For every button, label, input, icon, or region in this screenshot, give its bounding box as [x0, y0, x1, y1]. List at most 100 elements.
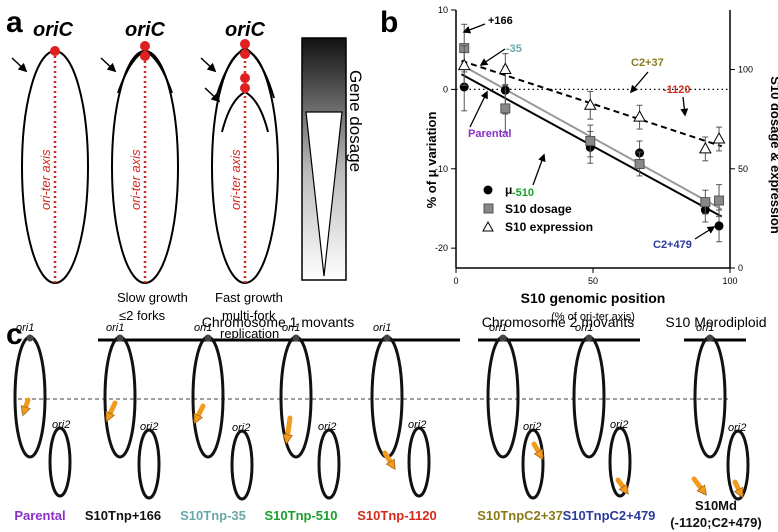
arrow: [462, 23, 486, 34]
ori2-label: ori2: [610, 419, 628, 431]
chromosome-1: [572, 335, 606, 459]
strain-cells: ori1 ori2 ori1 ori2 ori1 ori2 ori1 ori2 ori1 ori2…: [13, 322, 750, 501]
ori2-label: ori2: [232, 422, 250, 434]
panel-b: b % of μ variation S10 dosage & expressi…: [380, 5, 778, 323]
x-tick-label: 100: [722, 276, 737, 286]
chromosome-1: [191, 335, 225, 459]
legend-label-expression: S10 expression: [505, 220, 593, 234]
fork-arrow: [100, 57, 117, 73]
chromosome-2: [407, 426, 431, 498]
annotation-m1120: -1120: [663, 84, 691, 96]
y2-tick-label: 50: [738, 164, 748, 174]
gene-position-arrowhead: [193, 412, 204, 425]
ori1-label: ori1: [194, 322, 212, 334]
oric-label: oriC: [33, 19, 74, 41]
fork-arrow: [200, 57, 217, 73]
ori1-dot: [116, 334, 124, 342]
ori1-label: ori1: [489, 322, 507, 334]
origin-dot: [50, 46, 60, 56]
origin-dot: [240, 39, 250, 49]
chromosome-1: [486, 335, 520, 459]
y-tick-label: -20: [435, 243, 448, 253]
gene-position-arrowhead: [105, 410, 116, 423]
legend-marker-dosage: [483, 203, 494, 214]
x-axis-sublabel: (% of ori-ter axis): [551, 311, 635, 323]
y-tick-label: 10: [438, 5, 448, 15]
panel-b-label: b: [380, 6, 398, 39]
data-point-dosage: [500, 103, 511, 114]
strain-label: S10Tnp-510: [265, 508, 338, 523]
ori1-dot: [204, 334, 212, 342]
chromosome-1: [103, 335, 137, 459]
chromosome-1: [13, 335, 47, 459]
chart-legend: μ S10 dosage S10 expression: [482, 183, 593, 234]
ori2-label: ori2: [52, 419, 70, 431]
chromosome-2: [137, 428, 161, 500]
annotation-p166: +166: [488, 15, 513, 27]
y-tick-label: 0: [443, 84, 448, 94]
ori2-label: ori2: [140, 421, 158, 433]
chromosome-2: [521, 428, 545, 500]
cell-slow-2: oriC ori-ter axis Slow growth ≤2 forks: [100, 19, 188, 323]
y2-axis-label: S10 dosage & expression: [768, 76, 778, 234]
group-label: Chromosome 1 movants: [202, 314, 355, 330]
data-point-expression: [498, 62, 512, 75]
caption-line: replication: [220, 326, 279, 341]
strain-label: S10TnpC2+37: [477, 508, 563, 523]
oric-label: oriC: [125, 19, 166, 41]
origin-dot: [240, 83, 250, 93]
strain-label: S10Md: [695, 498, 737, 513]
chromosome-1: [370, 335, 404, 459]
fork-arrow: [204, 87, 221, 103]
cell-fast: oriC ori-ter axis Fast growth multi-fork…: [200, 19, 283, 341]
data-point-dosage: [714, 195, 725, 206]
ori1-label: ori1: [282, 322, 300, 334]
gene-position-arrowhead: [696, 484, 707, 496]
data-point-mu: [714, 221, 724, 231]
legend-label-dosage: S10 dosage: [505, 202, 572, 216]
ori1-dot: [585, 334, 593, 342]
ori2-label: ori2: [523, 421, 541, 433]
strain-label: S10Tnp-35: [180, 508, 246, 523]
gene-position-arrowhead: [618, 483, 629, 495]
data-point-mu: [459, 82, 469, 92]
ori1-dot: [499, 334, 507, 342]
ori2-label: ori2: [318, 421, 336, 433]
ori1-label: ori1: [373, 322, 391, 334]
legend-marker-mu: [483, 185, 493, 195]
ori1-dot: [383, 334, 391, 342]
ori2-label: ori2: [728, 422, 746, 434]
strain-sublabel: (-1120;C2+479): [670, 515, 761, 530]
data-point-dosage: [585, 135, 596, 146]
panel-c-label: c: [6, 318, 23, 351]
y-tick-label: -10: [435, 164, 448, 174]
ori-ter-axis-label: ori-ter axis: [228, 149, 243, 210]
annotation-arrows: [462, 23, 716, 240]
chromosome-2: [608, 426, 632, 498]
chromosome-2: [230, 429, 254, 501]
data-point-expression: [457, 58, 471, 71]
gene-position-arrowhead: [733, 486, 744, 499]
gene-position-arrowhead: [20, 405, 31, 417]
gene-dosage-label: Gene dosage: [346, 70, 365, 172]
strain-label: Parental: [14, 508, 65, 523]
y2-tick-label: 0: [738, 263, 743, 273]
arrow: [694, 226, 716, 240]
caption-line: Fast growth: [215, 290, 283, 305]
origin-dot: [240, 49, 250, 59]
ori1-dot: [26, 334, 34, 342]
origin-dot: [140, 41, 150, 51]
annotation-m35: -35: [506, 43, 522, 55]
ori1-dot: [706, 334, 714, 342]
arrow: [532, 153, 546, 186]
cell-slow-1: oriC ori-ter axis: [11, 19, 89, 284]
gene-position-arrowhead: [385, 458, 396, 470]
y2-tick-label: 100: [738, 65, 753, 75]
dosage-triangle: [305, 111, 343, 277]
data-point-expression: [583, 98, 597, 110]
strain-label: S10Tnp-1120: [357, 508, 437, 523]
gene-position-arrowhead: [533, 448, 544, 461]
arrow: [469, 90, 488, 128]
data-point-dosage: [700, 197, 711, 208]
ori1-label: ori1: [16, 322, 34, 334]
